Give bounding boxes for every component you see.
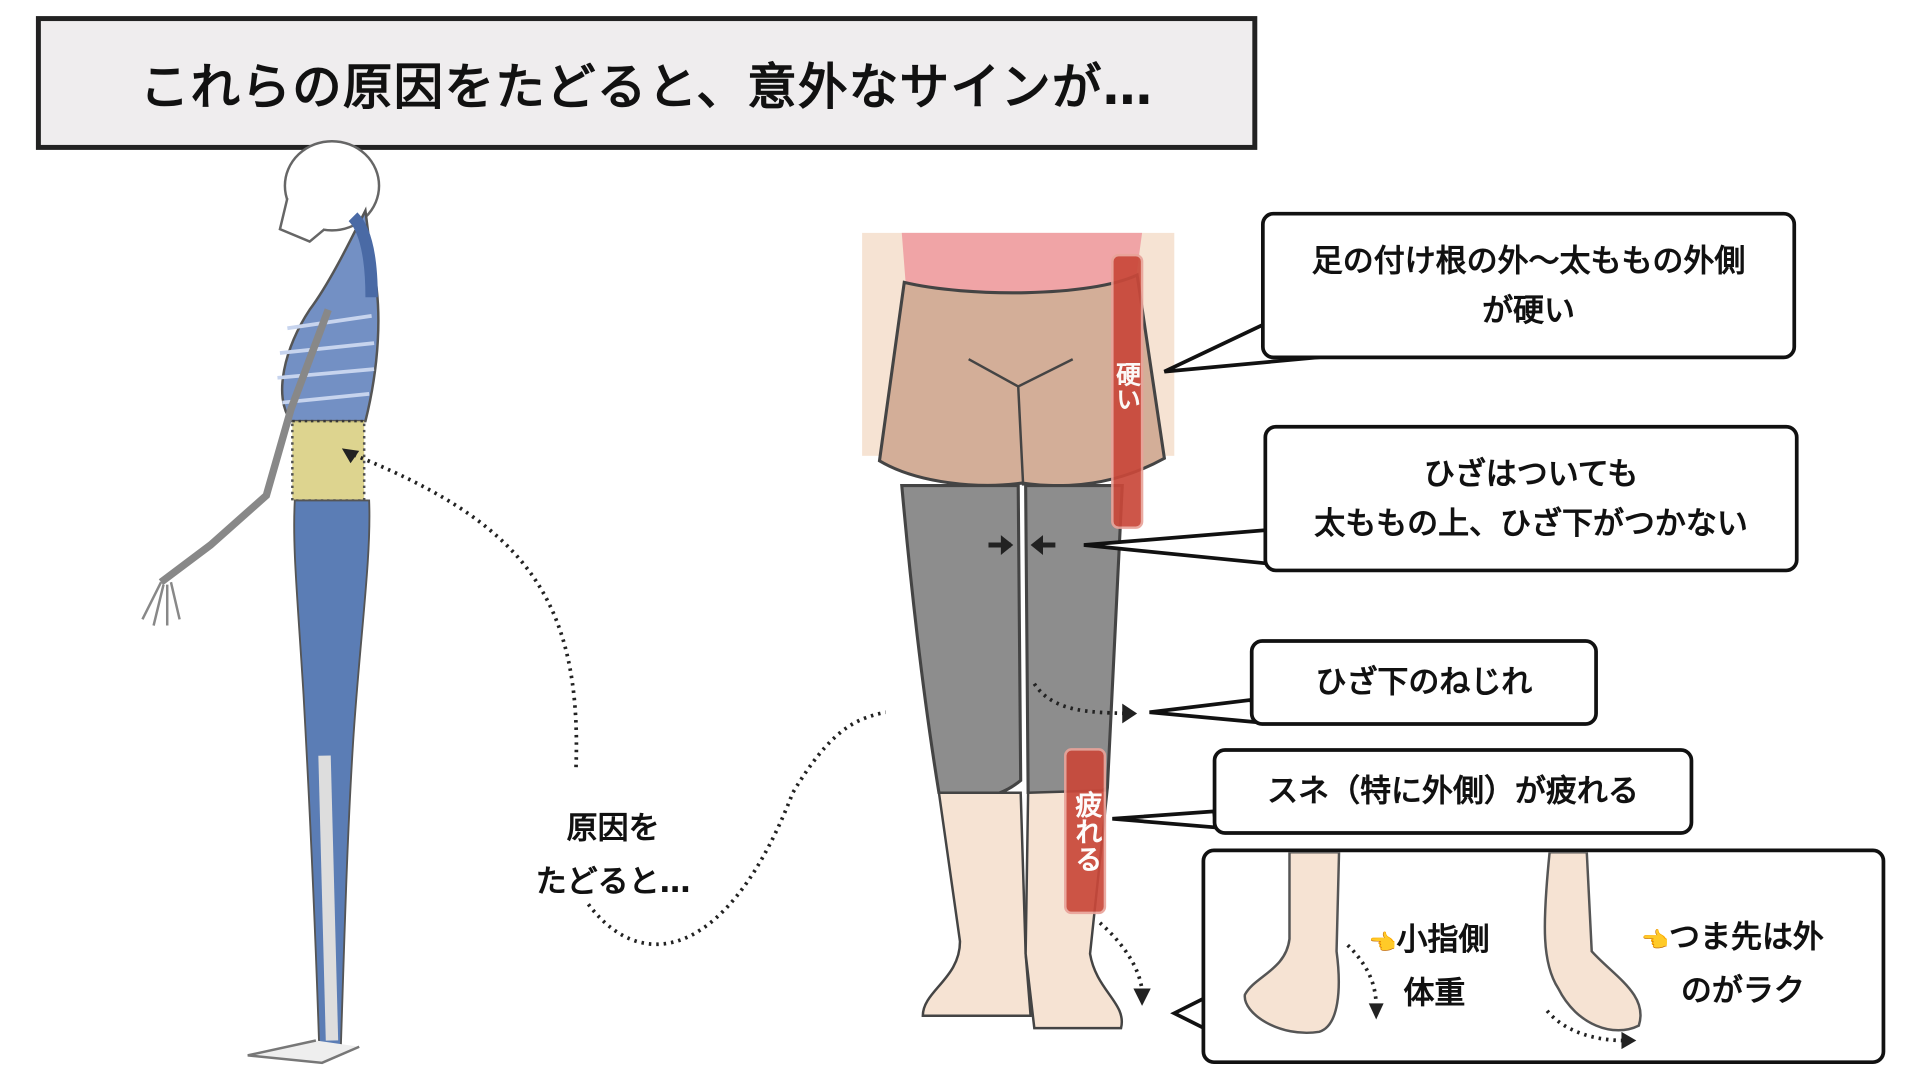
trace-label-line2: たどると… <box>535 862 691 899</box>
callout-twist: ひざ下のねじれ <box>1249 639 1598 726</box>
trace-dotted-line <box>346 450 887 947</box>
feet-left-line2: 体重 <box>1403 974 1466 1011</box>
callout-thigh: 足の付け根の外〜太ももの外側 が硬い <box>1260 211 1797 360</box>
skeleton-figure <box>141 139 381 1065</box>
arrow-left-icon <box>1030 535 1043 555</box>
tag-tired: 疲れる <box>1064 748 1107 915</box>
legs-figure <box>862 232 1175 1030</box>
feet-box: 👈小指側 体重 👈つま先は外 のがラク <box>1201 848 1886 1065</box>
arrow-head-icon <box>341 448 360 464</box>
pointing-hand-icon: 👈 <box>1641 927 1670 954</box>
feet-illustration <box>1243 852 1642 1050</box>
feet-left-label: 👈小指側 体重 <box>1369 914 1490 1019</box>
arrow-right-icon <box>1000 535 1014 555</box>
feet-left-line1: 小指側 <box>1396 921 1490 958</box>
callout-knee: ひざはついても 太ももの上、ひざ下がつかない <box>1263 424 1799 573</box>
trace-label: 原因を たどると… <box>526 803 699 908</box>
feet-right-line2: のがラク <box>1680 971 1805 1008</box>
pointing-hand-icon: 👈 <box>1368 930 1397 957</box>
callout-knee-line2: 太ももの上、ひざ下がつかない <box>1314 504 1748 541</box>
callout-thigh-line2: が硬い <box>1482 291 1576 328</box>
feet-right-label: 👈つま先は外 のがラク <box>1641 912 1824 1017</box>
lumbar-highlight <box>291 419 366 502</box>
callout-twist-line1: ひざ下のねじれ <box>1315 663 1533 700</box>
callout-knee-line1: ひざはついても <box>1423 455 1639 492</box>
feet-right-line1: つま先は外 <box>1669 919 1824 956</box>
callout-shin-line1: スネ（特に外側）が疲れる <box>1267 772 1639 809</box>
tag-hard: 硬い <box>1111 253 1144 529</box>
callout-thigh-line1: 足の付け根の外〜太ももの外側 <box>1311 242 1746 279</box>
callout-shin: スネ（特に外側）が疲れる <box>1212 748 1694 835</box>
page-title: これらの原因をたどると、意外なサインが… <box>35 16 1258 150</box>
trace-label-line1: 原因を <box>566 810 660 847</box>
